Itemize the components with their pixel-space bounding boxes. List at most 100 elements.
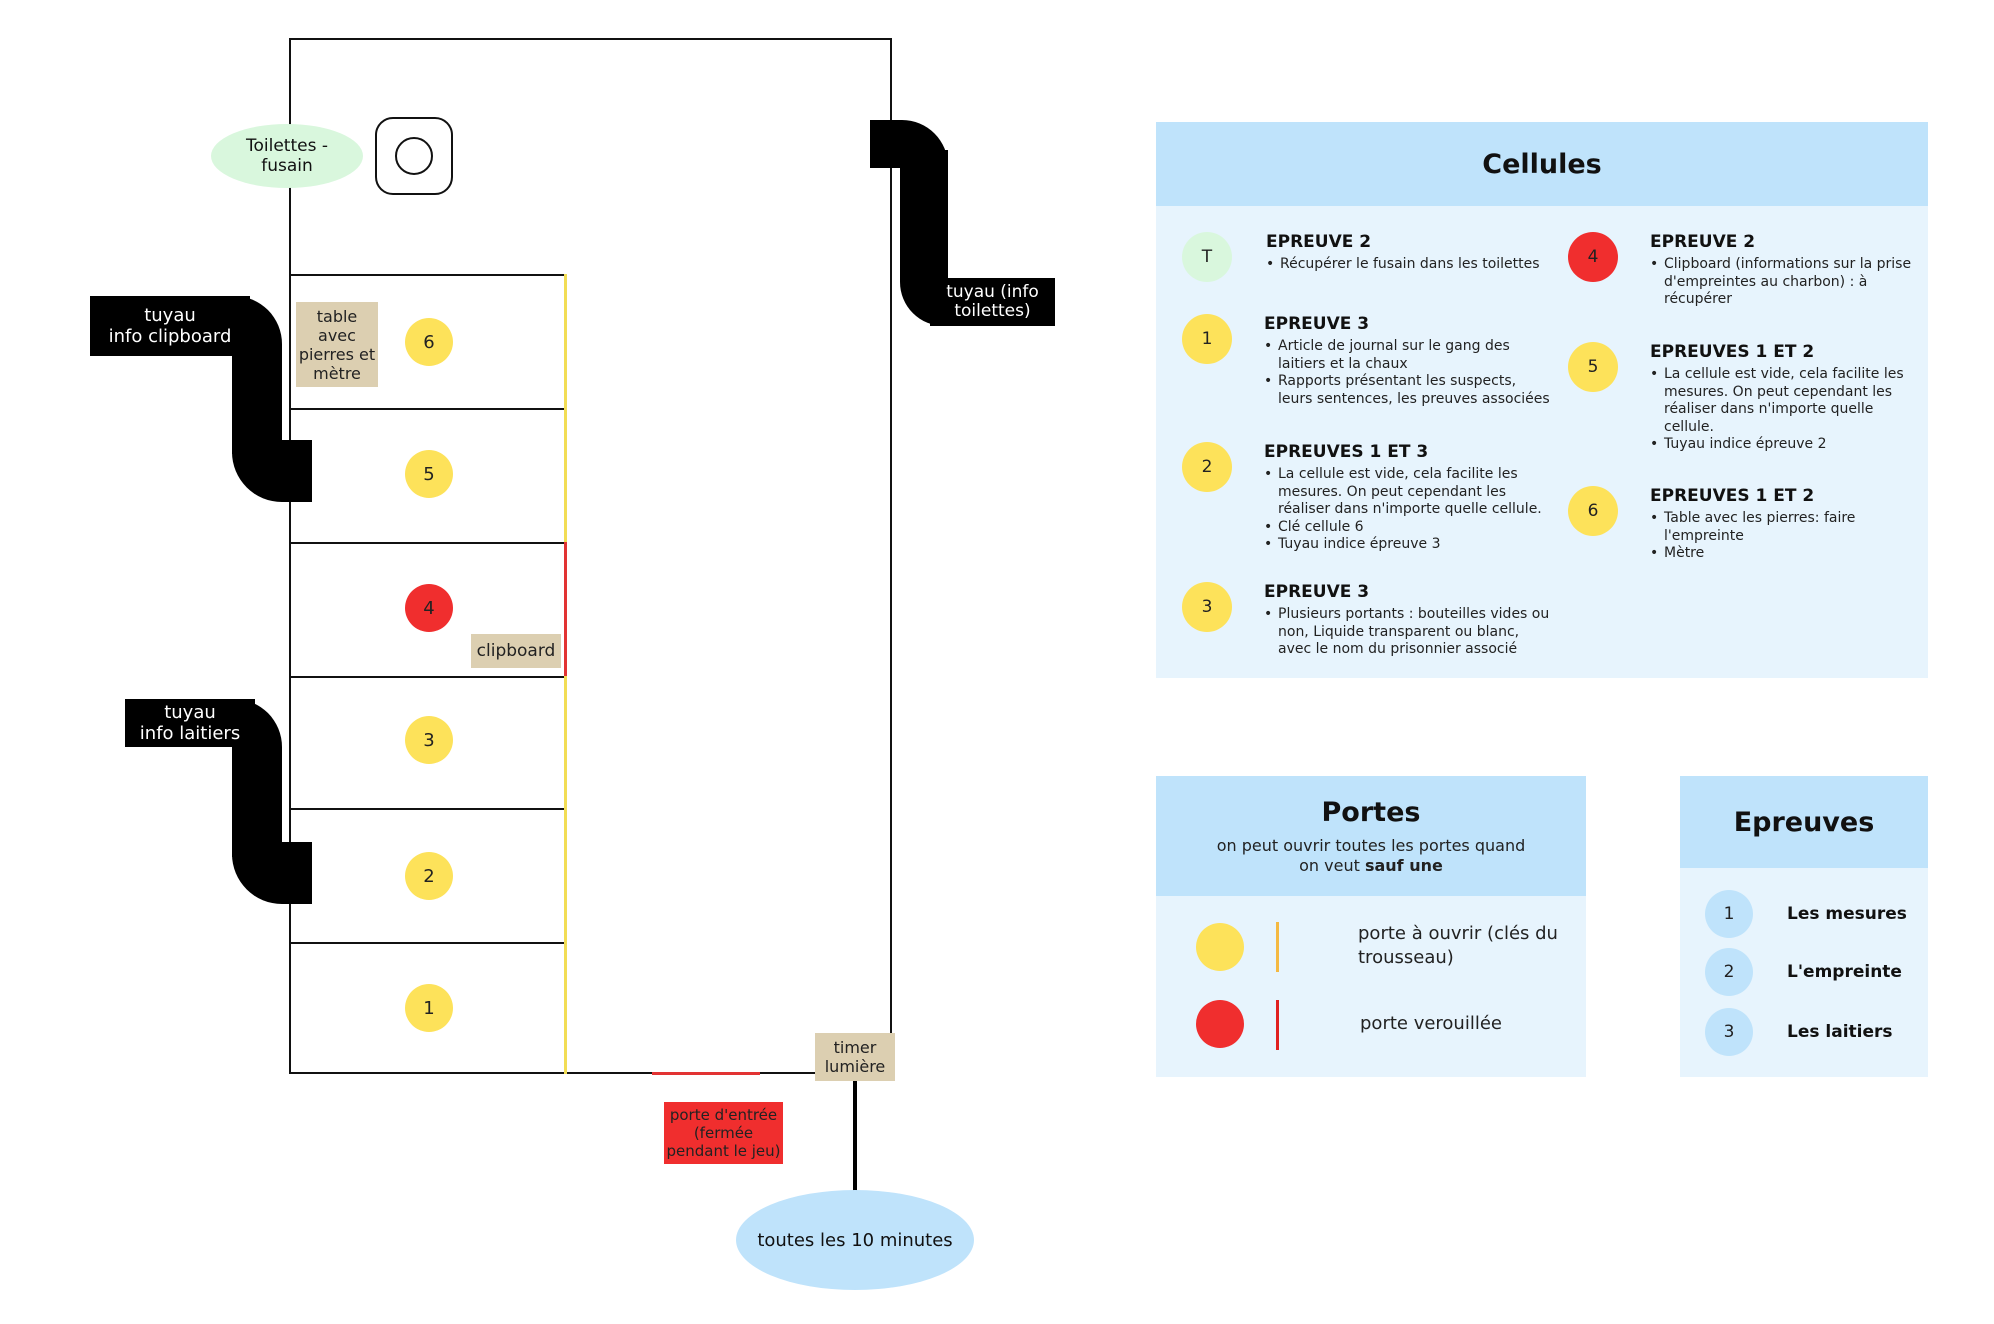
pipe-label-line: tuyau (info <box>946 282 1039 302</box>
entry-bullet: Récupérer le fusain dans les toilettes <box>1266 256 1556 274</box>
cell-divider <box>289 408 567 410</box>
entry-bullet: Rapports présentant les suspects, leurs … <box>1264 373 1554 408</box>
timer-tag-line: timer <box>833 1038 877 1057</box>
cell-divider <box>289 676 567 678</box>
table-tag: table avec pierres et mètre <box>296 302 378 387</box>
legend-label: porte verouillée <box>1360 1012 1590 1036</box>
pipe-label-line: info clipboard <box>108 326 232 347</box>
entrance-tag: porte d'entrée (fermée pendant le jeu) <box>664 1102 783 1164</box>
epreuve-num: 1 <box>1723 904 1735 924</box>
cell-badge-6: 6 <box>405 318 453 366</box>
entry-bullet: La cellule est vide, cela facilite les m… <box>1264 466 1554 519</box>
cell-badge-t: T <box>1182 232 1232 282</box>
epreuves-title: Epreuves <box>1733 806 1875 838</box>
yellow-dot-icon <box>1196 923 1244 971</box>
cell-door-locked-4 <box>564 542 567 676</box>
badge-text: 3 <box>1201 597 1213 617</box>
legend-label-line: porte verouillée <box>1360 1013 1502 1034</box>
timer-tag-line: lumière <box>824 1057 886 1076</box>
entrance-tag-line: (fermée <box>693 1124 754 1142</box>
cell-number: 6 <box>423 331 435 353</box>
prison-room <box>289 38 892 1074</box>
entry-bullet: Plusieurs portants : bouteilles vides ou… <box>1264 606 1554 659</box>
entry-title: EPREUVE 2 <box>1650 232 1756 252</box>
cell-badge-1: 1 <box>405 984 453 1032</box>
entry-bullet: Clipboard (informations sur la prise d'e… <box>1650 256 1912 309</box>
legend-label-line: porte à ouvrir (clés du <box>1358 923 1558 944</box>
entrance-tag-line: pendant le jeu) <box>666 1142 781 1160</box>
epreuves-panel: Epreuves 1 Les mesures 2 L'empreinte 3 L… <box>1680 776 1928 1077</box>
legend-label: porte à ouvrir (clés du trousseau) <box>1358 922 1588 970</box>
clipboard-tag-text: clipboard <box>476 640 556 661</box>
cell-door-open-3-1 <box>564 676 567 1074</box>
badge-text: T <box>1201 247 1213 267</box>
entry-bullet: Clé cellule 6 <box>1264 519 1554 537</box>
epreuve-item: 2 L'empreinte <box>1705 948 1920 998</box>
cell-badge-1: 1 <box>1182 314 1232 364</box>
epreuve-label: Les laitiers <box>1787 1022 1893 1042</box>
legend-label-line: trousseau) <box>1358 947 1454 968</box>
entry-bullet: Table avec les pierres: faire l'empreint… <box>1650 510 1912 545</box>
cell-badge-4: 4 <box>1568 232 1618 282</box>
entry-bullet: La cellule est vide, cela facilite les m… <box>1650 366 1912 436</box>
epreuve-item: 1 Les mesures <box>1705 890 1920 940</box>
epreuve-badge: 2 <box>1705 948 1753 996</box>
cell-number: 5 <box>423 463 435 485</box>
pipe-clipboard-label: tuyau info clipboard <box>90 296 250 356</box>
pipe-laitiers-label: tuyau info laitiers <box>125 699 255 747</box>
cell-badge-6: 6 <box>1568 486 1618 536</box>
timer-note-text: toutes les 10 minutes <box>757 1229 953 1251</box>
epreuve-badge: 3 <box>1705 1008 1753 1056</box>
legend-item-locked: porte verouillée <box>1196 1000 1576 1060</box>
cellules-header: Cellules <box>1156 122 1928 206</box>
entry-title: EPREUVES 1 ET 3 <box>1264 442 1429 462</box>
epreuve-item: 3 Les laitiers <box>1705 1008 1920 1058</box>
cell-divider <box>289 942 567 944</box>
clipboard-tag: clipboard <box>471 634 561 668</box>
cellules-title: Cellules <box>1482 148 1602 180</box>
portes-title: Portes <box>1321 796 1421 828</box>
portes-subtitle-bold: sauf une <box>1364 855 1443 875</box>
epreuve-num: 3 <box>1723 1022 1735 1042</box>
timer-note-oval: toutes les 10 minutes <box>736 1190 974 1290</box>
cell-badge-2: 2 <box>1182 442 1232 492</box>
entry-title: EPREUVE 2 <box>1266 232 1372 252</box>
toilet-icon <box>375 117 453 195</box>
badge-text: 1 <box>1201 329 1213 349</box>
cell-divider <box>289 274 567 276</box>
cell-divider <box>289 542 567 544</box>
locked-door-line-icon <box>1276 1000 1279 1050</box>
portes-subtitle-line: on peut ouvrir toutes les portes quand <box>1216 835 1526 855</box>
legend-item-open: porte à ouvrir (clés du trousseau) <box>1196 918 1576 978</box>
cell-badge-5: 5 <box>405 450 453 498</box>
cell-badge-4: 4 <box>405 584 453 632</box>
entry-bullet: Tuyau indice épreuve 2 <box>1650 436 1912 454</box>
cell-badge-5: 5 <box>1568 342 1618 392</box>
entry-title: EPREUVE 3 <box>1264 314 1370 334</box>
cell-badge-2: 2 <box>405 852 453 900</box>
toilet-label-oval: Toilettes - fusain <box>211 124 363 188</box>
timer-tag: timer lumière <box>815 1033 895 1081</box>
epreuve-badge: 1 <box>1705 890 1753 938</box>
table-tag-line: table avec <box>316 306 358 345</box>
timer-connector <box>853 1081 857 1191</box>
entrance-door <box>652 1072 760 1075</box>
cell-badge-3: 3 <box>405 716 453 764</box>
cell-number: 2 <box>423 865 435 887</box>
cell-badge-3: 3 <box>1182 582 1232 632</box>
epreuve-num: 2 <box>1723 962 1735 982</box>
cell-divider <box>289 808 567 810</box>
badge-text: 5 <box>1587 357 1599 377</box>
entry-bullet: Tuyau indice épreuve 3 <box>1264 536 1554 554</box>
portes-subtitle-line: on veut sauf une <box>1299 856 1443 876</box>
pipe-toilettes-label: tuyau (info toilettes) <box>930 278 1055 326</box>
pipe-clipboard-elbow <box>232 440 312 502</box>
entry-title: EPREUVES 1 ET 2 <box>1650 486 1815 506</box>
pipe-label-line: toilettes) <box>954 301 1031 321</box>
table-tag-line: pierres et <box>298 344 376 364</box>
portes-subtitle-prefix: on veut <box>1299 855 1365 875</box>
cell-number: 3 <box>423 729 435 751</box>
cell-number: 4 <box>423 597 435 619</box>
cellules-panel: Cellules T EPREUVE 2 Récupérer le fusain… <box>1156 122 1928 678</box>
entry-title: EPREUVE 3 <box>1264 582 1370 602</box>
